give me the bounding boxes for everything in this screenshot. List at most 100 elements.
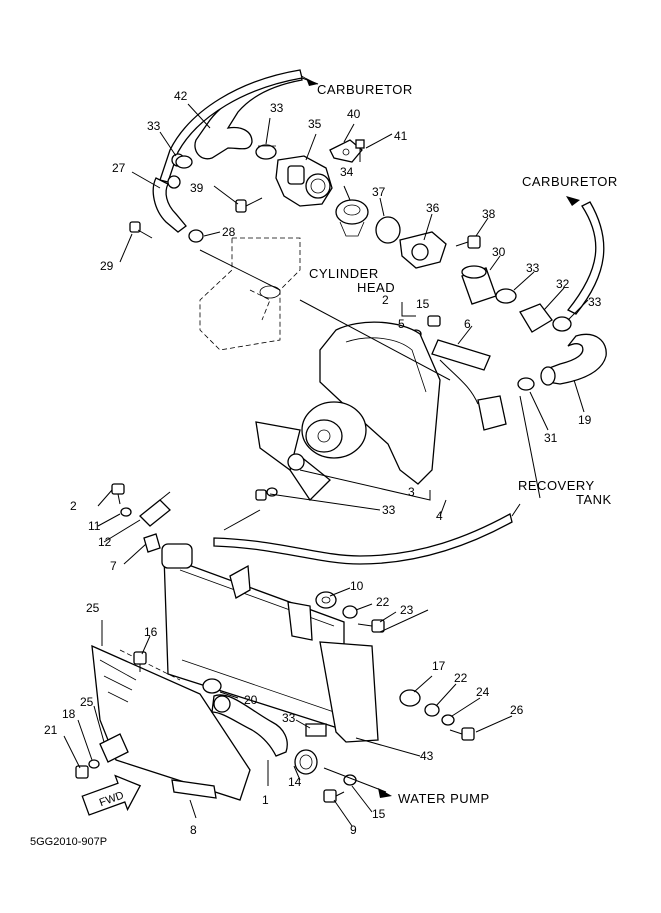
clamp-33-lower bbox=[517, 377, 535, 391]
bolt-20 bbox=[75, 765, 89, 779]
callout-5: 5 bbox=[398, 317, 405, 331]
fan-shroud-2 bbox=[319, 321, 441, 485]
fan-nut bbox=[255, 487, 278, 501]
callout-15: 15 bbox=[372, 807, 386, 821]
clamp-33-far-right bbox=[552, 316, 572, 332]
washer-12 bbox=[120, 507, 132, 517]
cover-13 bbox=[171, 779, 217, 799]
callout-10: 10 bbox=[350, 579, 364, 593]
sensor-19 bbox=[431, 339, 507, 431]
callout-27: 27 bbox=[112, 161, 126, 175]
callout-36: 36 bbox=[426, 201, 440, 215]
callout-20: 20 bbox=[244, 693, 258, 707]
callout-29: 29 bbox=[100, 259, 114, 273]
callout-4: 4 bbox=[436, 509, 443, 523]
callout-22: 22 bbox=[376, 595, 390, 609]
callout-7: 7 bbox=[110, 559, 117, 573]
thermostat-housing-35 bbox=[275, 155, 333, 207]
callout-18: 18 bbox=[62, 707, 76, 721]
bolt-25-upper bbox=[357, 619, 385, 633]
callout-28: 28 bbox=[222, 225, 236, 239]
bolt-29 bbox=[129, 221, 153, 239]
label-recovery-line2: TANK bbox=[576, 492, 612, 507]
callout-35: 35 bbox=[308, 117, 322, 131]
fitting-36 bbox=[399, 231, 447, 269]
arrow-to-water-pump-icon bbox=[378, 788, 392, 798]
label-recovery-line1: RECOVERY bbox=[518, 478, 595, 493]
o-ring-37 bbox=[375, 216, 401, 244]
callout-32: 32 bbox=[556, 277, 570, 291]
callout-33: 33 bbox=[382, 503, 396, 517]
carburetor-hose-right bbox=[566, 201, 605, 315]
fan-motor-4 bbox=[301, 401, 367, 459]
callout-24: 24 bbox=[476, 685, 490, 699]
hose-31 bbox=[540, 333, 607, 386]
bolt-8 bbox=[323, 789, 345, 803]
callout-15: 15 bbox=[416, 297, 430, 311]
label-cylinder-head-line2: HEAD bbox=[357, 280, 395, 295]
joint-32 bbox=[519, 303, 553, 333]
bracket-18 bbox=[99, 733, 129, 763]
label-carburetor-top: CARBURETOR bbox=[317, 82, 413, 97]
callout-1: 1 bbox=[262, 793, 269, 807]
callout-22: 22 bbox=[454, 671, 468, 685]
callout-14: 14 bbox=[288, 775, 302, 789]
label-cylinder-head-line1: CYLINDER bbox=[309, 266, 379, 281]
hose-joint-30 bbox=[461, 265, 497, 305]
bolt-25-lower bbox=[449, 727, 475, 741]
recovery-tank-hose bbox=[213, 513, 513, 565]
cylinder-head-outline bbox=[199, 237, 301, 351]
callout-31: 31 bbox=[544, 431, 558, 445]
callout-9: 9 bbox=[350, 823, 357, 837]
callout-38: 38 bbox=[482, 207, 496, 221]
label-carburetor-right: CARBURETOR bbox=[522, 174, 618, 189]
fitting-10 bbox=[143, 533, 161, 553]
bolt-5 bbox=[427, 315, 441, 327]
callout-26: 26 bbox=[510, 703, 524, 717]
callout-25: 25 bbox=[86, 601, 100, 615]
callout-34: 34 bbox=[340, 165, 354, 179]
callout-40: 40 bbox=[347, 107, 361, 121]
callout-23: 23 bbox=[400, 603, 414, 617]
callout-6: 6 bbox=[464, 317, 471, 331]
callout-30: 30 bbox=[492, 245, 506, 259]
callout-37: 37 bbox=[372, 185, 386, 199]
callout-43: 43 bbox=[420, 749, 434, 763]
bracket-40 bbox=[329, 139, 363, 163]
clamp-33-bottom bbox=[202, 678, 222, 694]
diagram-code: 5GG2010-907P bbox=[30, 836, 107, 848]
callout-2: 2 bbox=[70, 499, 77, 513]
arrow-to-carburetor-top-icon bbox=[306, 78, 318, 86]
clamp-43 bbox=[305, 723, 327, 737]
leader-lines bbox=[63, 77, 589, 827]
bolt-38 bbox=[455, 235, 481, 249]
callout-42: 42 bbox=[174, 89, 188, 103]
callout-2: 2 bbox=[382, 293, 389, 307]
callout-12: 12 bbox=[98, 535, 112, 549]
callout-33: 33 bbox=[588, 295, 602, 309]
washer-21 bbox=[88, 759, 100, 769]
callout-41: 41 bbox=[394, 129, 408, 143]
callout-21: 21 bbox=[44, 723, 58, 737]
ring-28 bbox=[188, 229, 204, 243]
callout-19: 19 bbox=[578, 413, 592, 427]
callout-39: 39 bbox=[190, 181, 204, 195]
bolt-11 bbox=[111, 483, 125, 505]
callout-17: 17 bbox=[432, 659, 446, 673]
collar-24 bbox=[424, 703, 440, 717]
washer-26 bbox=[441, 714, 455, 726]
callout-25: 25 bbox=[80, 695, 94, 709]
thermostat-34 bbox=[335, 199, 369, 237]
callout-33: 33 bbox=[526, 261, 540, 275]
fan-blade-3 bbox=[255, 421, 331, 502]
fan-switch-7 bbox=[139, 491, 171, 527]
radiator-guard-16 bbox=[91, 644, 251, 801]
bolt-41 bbox=[355, 139, 365, 162]
grommet-22-lower bbox=[399, 689, 421, 707]
callout-33: 33 bbox=[282, 711, 296, 725]
bolt-39 bbox=[235, 197, 263, 213]
clamp-33-left bbox=[175, 155, 193, 169]
callout-16: 16 bbox=[144, 625, 158, 639]
